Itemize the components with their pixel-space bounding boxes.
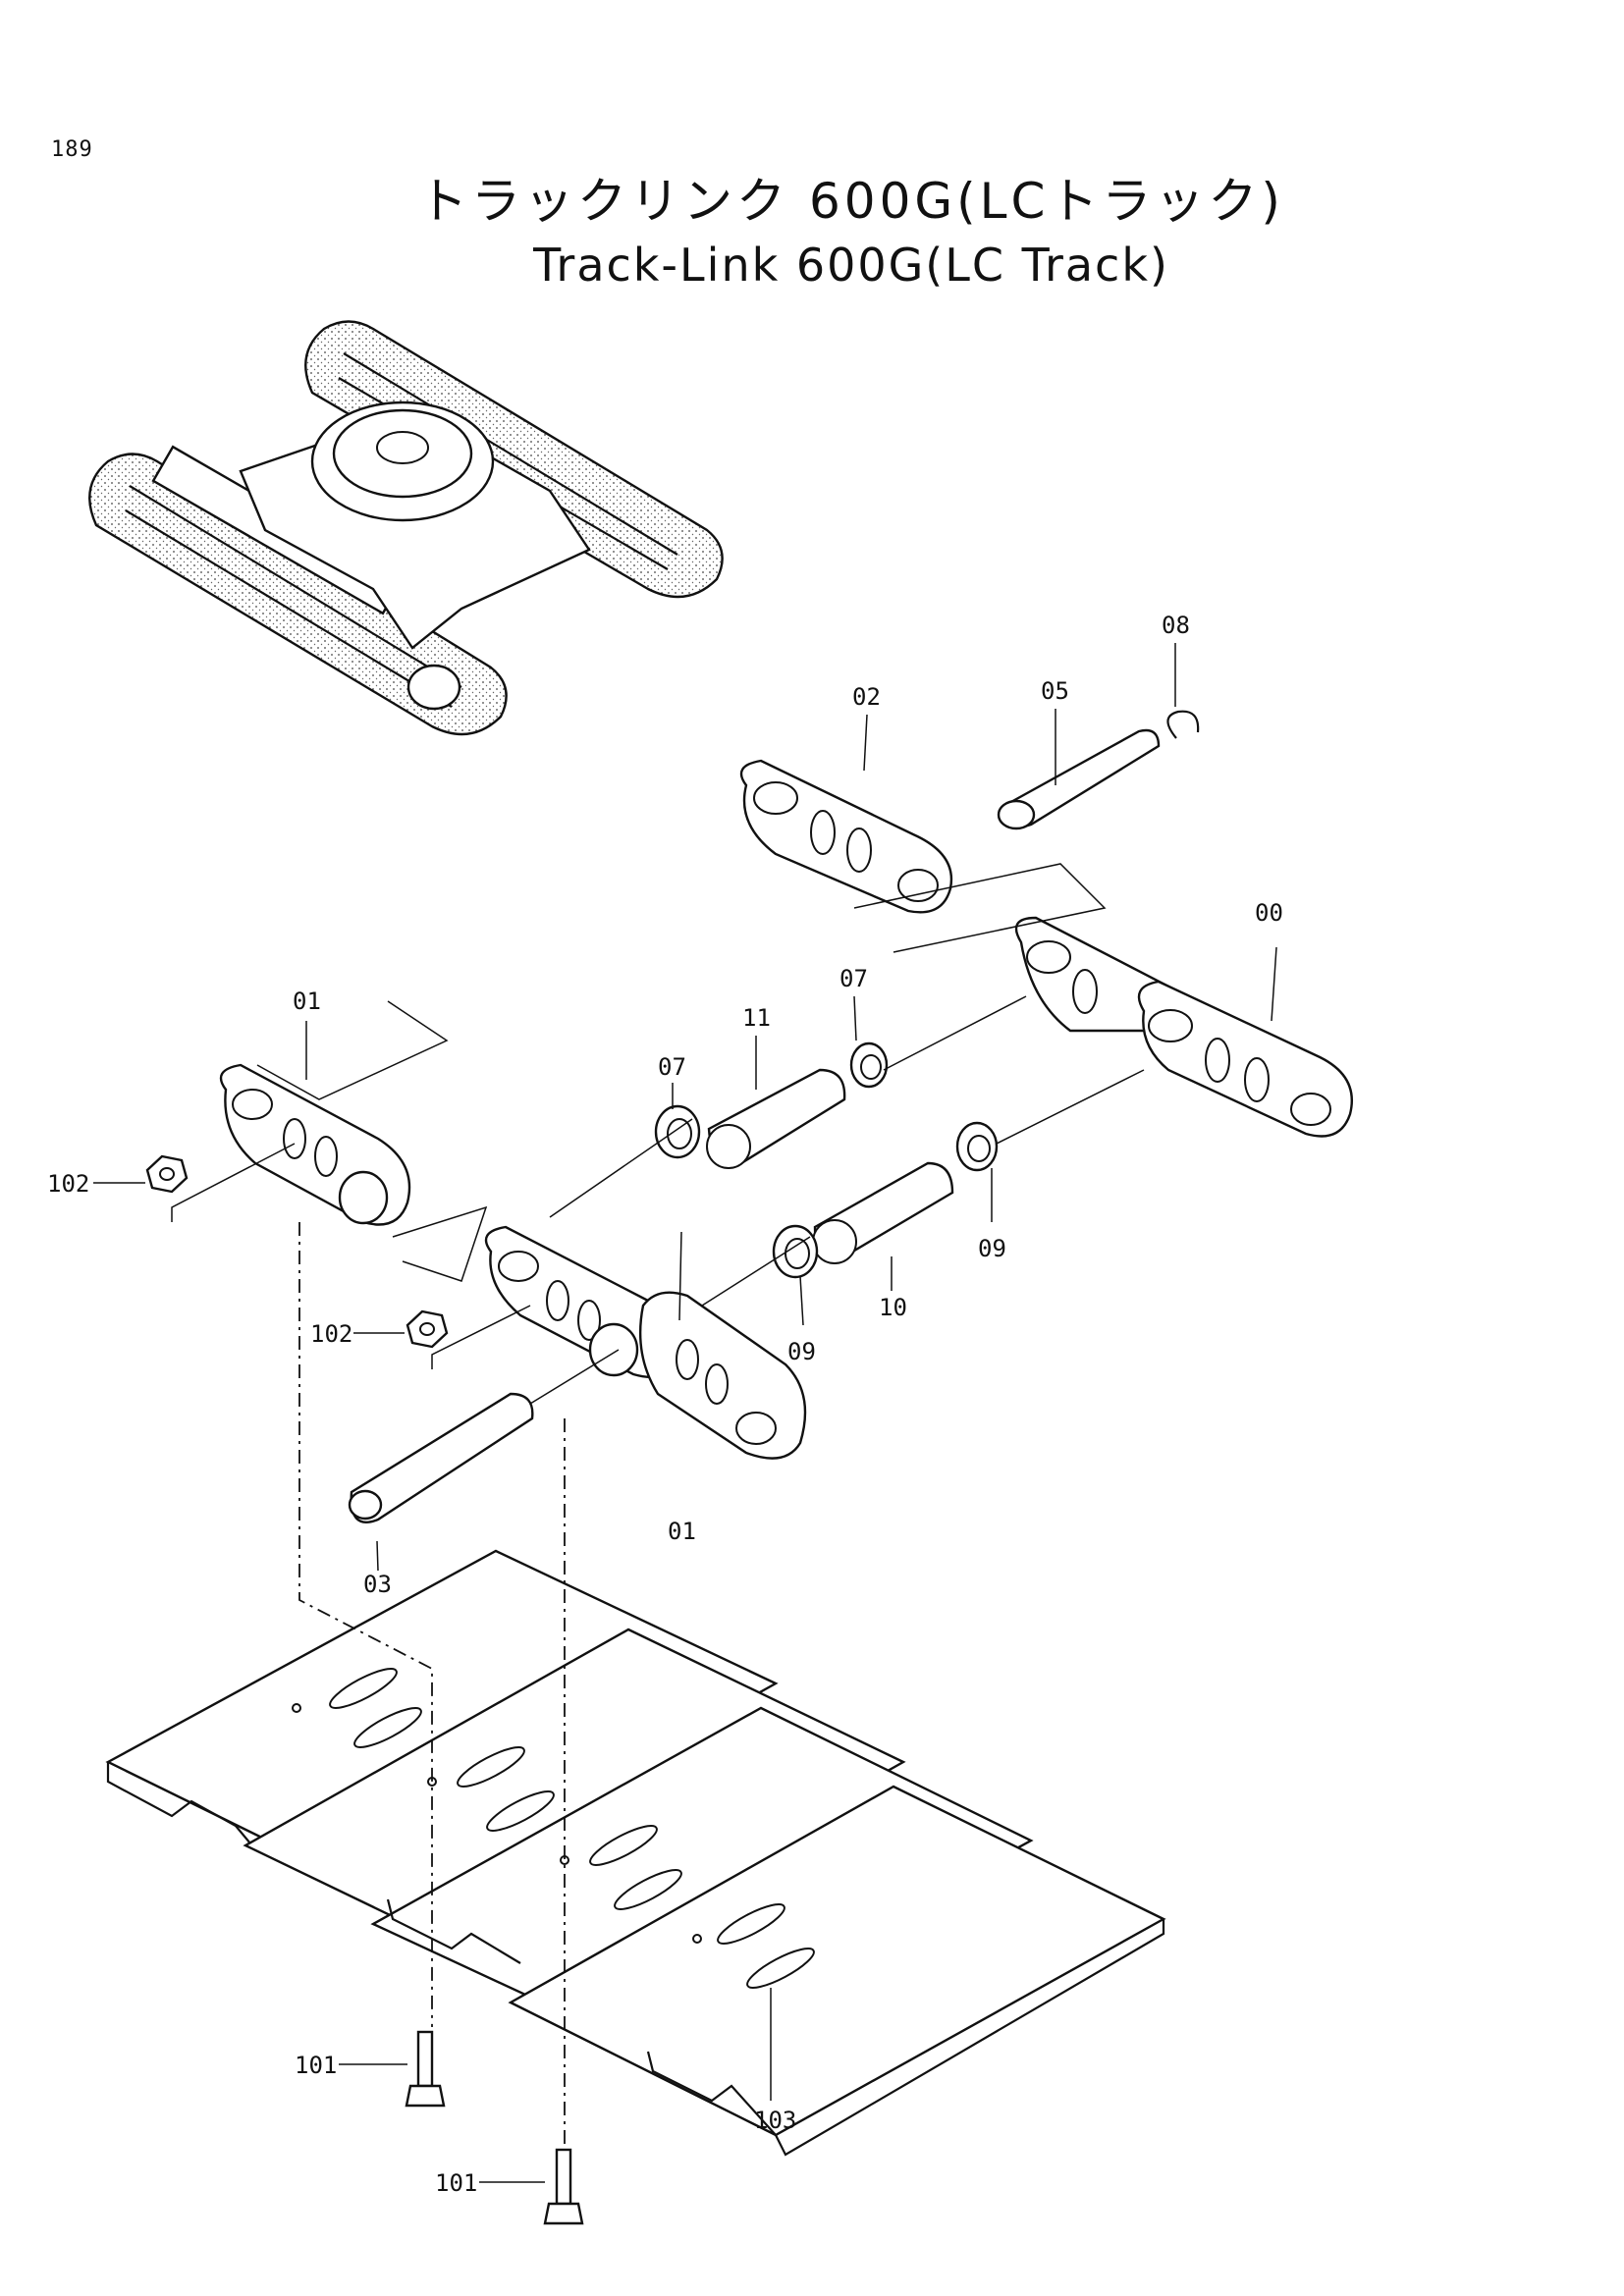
callout-00: 00 xyxy=(1255,899,1283,927)
callout-09-left: 09 xyxy=(787,1338,816,1365)
part-08-snap-ring xyxy=(1166,710,1200,739)
title-block: トラックリンク 600G(LCトラック) Track-Link 600G(LC … xyxy=(0,162,1624,292)
part-09-seal-left-bore xyxy=(785,1238,810,1269)
part-101-bolt-upper xyxy=(405,2030,446,2108)
callout-02: 02 xyxy=(852,683,881,711)
callout-09-right: 09 xyxy=(978,1235,1006,1262)
callout-11: 11 xyxy=(742,1004,771,1032)
callout-07-right: 07 xyxy=(839,965,868,992)
callout-leader-lines xyxy=(93,643,1277,2183)
undercarriage-overview-drawing xyxy=(88,320,724,736)
callout-102-lower: 102 xyxy=(310,1320,352,1348)
callout-103: 103 xyxy=(754,2107,796,2134)
page-title-english: Track-Link 600G(LC Track) xyxy=(533,239,1169,292)
part-11-bushing xyxy=(706,1068,846,1169)
part-00-track-link-assembly xyxy=(1014,916,1353,1138)
part-07-seal-right-bore xyxy=(860,1054,882,1080)
page-title-japanese: トラックリンク 600G(LCトラック) xyxy=(418,173,1284,230)
callout-01-upper: 01 xyxy=(293,988,321,1015)
callout-05: 05 xyxy=(1041,677,1069,705)
part-01-track-link-upper xyxy=(219,1063,411,1226)
part-10-bushing xyxy=(812,1161,954,1264)
part-01-track-link-lower xyxy=(484,1225,807,1460)
part-101-bolt-lower xyxy=(543,2148,584,2225)
part-05-track-pin xyxy=(997,728,1161,830)
callout-101-upper: 101 xyxy=(295,2052,337,2079)
part-07-seal-left-bore xyxy=(667,1118,692,1149)
assembly-guide-lines xyxy=(171,863,1145,2145)
part-103-track-shoes xyxy=(105,1549,1166,2157)
callout-10: 10 xyxy=(879,1294,907,1321)
callout-08: 08 xyxy=(1162,612,1190,639)
callout-01-lower: 01 xyxy=(668,1518,696,1545)
callout-labels: 00 01 01 02 03 05 07 07 08 09 09 10 11 1… xyxy=(47,612,1283,2197)
callout-03: 03 xyxy=(363,1571,392,1598)
part-102-nut-lower xyxy=(406,1309,449,1349)
part-02-track-link-outer xyxy=(739,759,953,914)
part-03-master-pin xyxy=(348,1392,534,1523)
callout-102-upper: 102 xyxy=(47,1170,89,1198)
page-number: 189 xyxy=(51,137,93,162)
part-102-nut-upper xyxy=(145,1154,189,1194)
part-09-seal-right-bore xyxy=(967,1135,991,1162)
callout-07-left: 07 xyxy=(658,1053,686,1081)
callout-101-lower: 101 xyxy=(435,2169,477,2197)
